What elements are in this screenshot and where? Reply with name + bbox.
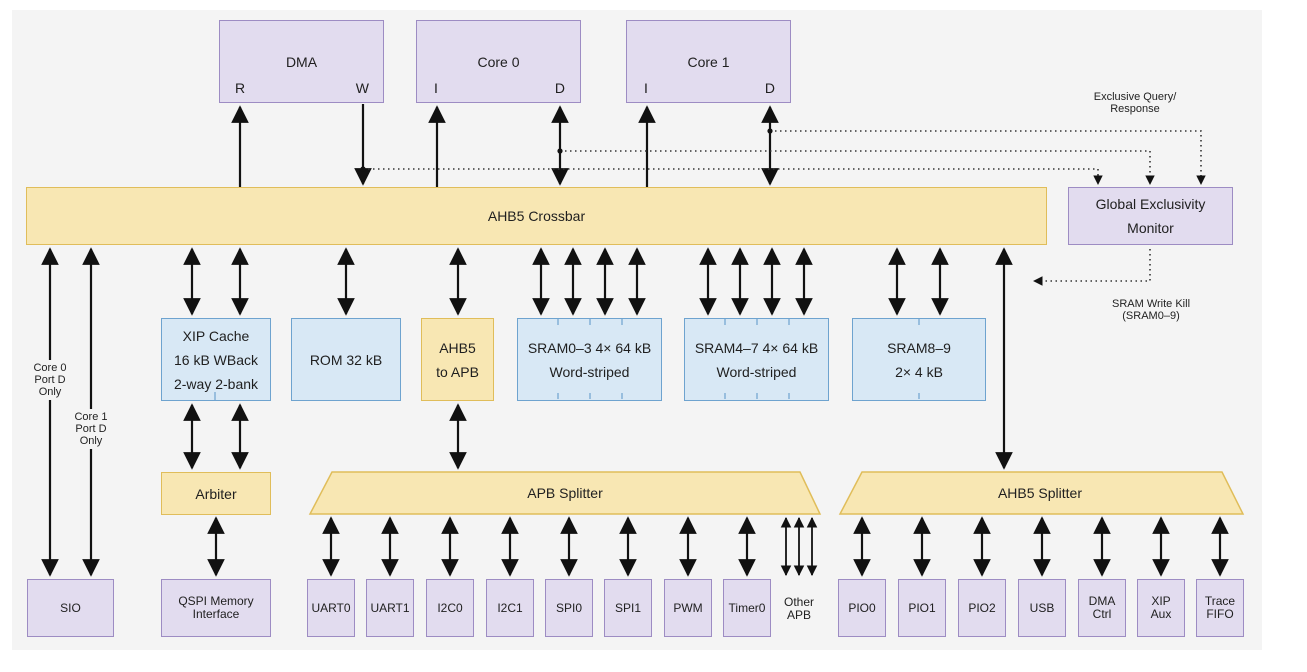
core1-title: Core 1 [687,53,730,70]
arbiter-block: Arbiter [161,472,271,515]
sram89-line1: SRAM8–9 [887,339,951,356]
pwm-block: PWM [664,579,712,637]
sram-write-kill-label: SRAM Write Kill (SRAM0–9) [1111,298,1191,322]
rom-block: ROM 32 kB [291,318,401,401]
xip-cache-block: XIP Cache 16 kB WBack 2-way 2-bank [161,318,271,401]
core0-title: Core 0 [477,53,520,70]
apb-splitter-shape [308,471,822,515]
pio0-block: PIO0 [838,579,886,637]
ahb5-crossbar: AHB5 Crossbar [26,187,1047,245]
monitor-line2: Monitor [1127,220,1174,236]
spi1-block: SPI1 [604,579,652,637]
trace-fifo-block: Trace FIFO [1196,579,1244,637]
timer0-block: Timer0 [723,579,771,637]
monitor-line1: Global Exclusivity [1095,196,1206,212]
i2c0-block: I2C0 [426,579,474,637]
rom-title: ROM 32 kB [309,351,383,368]
spi0-block: SPI0 [545,579,593,637]
sram4-7-block: SRAM4–7 4× 64 kB Word-striped [684,318,829,401]
dma-ctrl-block: DMA Ctrl [1078,579,1126,637]
sram47-stripes [724,319,790,399]
ahb5apb-line2: to APB [436,363,479,380]
ahb5apb-line1: AHB5 [439,339,476,356]
uart1-block: UART1 [366,579,414,637]
pio2-block: PIO2 [958,579,1006,637]
dotted-core1-monitor [770,130,1206,185]
uart0-block: UART0 [307,579,355,637]
sio-block: SIO [27,579,114,637]
ahb5-to-apb-block: AHB5 to APB [421,318,494,401]
exclusive-query-label: Exclusive Query/ Response [1093,91,1177,115]
core0-port-i: I [434,80,438,96]
dma-block: DMA R W [219,20,384,103]
dma-port-r: R [235,80,246,96]
core0-port-d: D [554,80,565,96]
core0-block: Core 0 I D [416,20,581,103]
crossbar-title: AHB5 Crossbar [487,208,586,224]
i2c1-block: I2C1 [486,579,534,637]
apb-splitter-label: APB Splitter [527,485,603,501]
dma-title: DMA [285,53,318,70]
core0-port-d-only-label: Core 0 Port D Only [27,360,73,400]
core1-port-d: D [764,80,775,96]
arbiter-title: Arbiter [195,485,237,502]
xip-bank-divider [214,392,216,400]
sram03-line2: Word-striped [549,363,630,380]
dma-port-w: W [355,80,369,96]
dotted-write-kill [1033,249,1151,286]
ahb5-splitter-shape [838,471,1245,515]
sram03-line1: SRAM0–3 4× 64 kB [527,339,652,356]
sram89-stripes [918,319,920,399]
dotted-dma-monitor [363,168,1103,185]
qspi-memory-interface-block: QSPI Memory Interface [161,579,271,637]
dotted-core0-monitor [560,150,1155,185]
sram47-line1: SRAM4–7 4× 64 kB [694,339,819,356]
core1-port-i: I [644,80,648,96]
sram89-line2: 2× 4 kB [895,363,943,380]
xip-line3: 2-way 2-bank [173,375,259,392]
xip-line2: 16 kB WBack [173,351,259,368]
usb-block: USB [1018,579,1066,637]
sram8-9-block: SRAM8–9 2× 4 kB [852,318,986,401]
core1-port-d-only-label: Core 1 Port D Only [68,409,114,449]
core1-block: Core 1 I D [626,20,791,103]
sram03-stripes [557,319,623,399]
xip-line1: XIP Cache [182,327,250,344]
global-exclusivity-monitor: Global Exclusivity Monitor [1068,187,1233,245]
pio1-block: PIO1 [898,579,946,637]
xip-aux-block: XIP Aux [1137,579,1185,637]
sram0-3-block: SRAM0–3 4× 64 kB Word-striped [517,318,662,401]
ahb5-splitter-label: AHB5 Splitter [997,485,1083,501]
other-apb-label: Other APB [783,595,814,622]
sram47-line2: Word-striped [716,363,797,380]
